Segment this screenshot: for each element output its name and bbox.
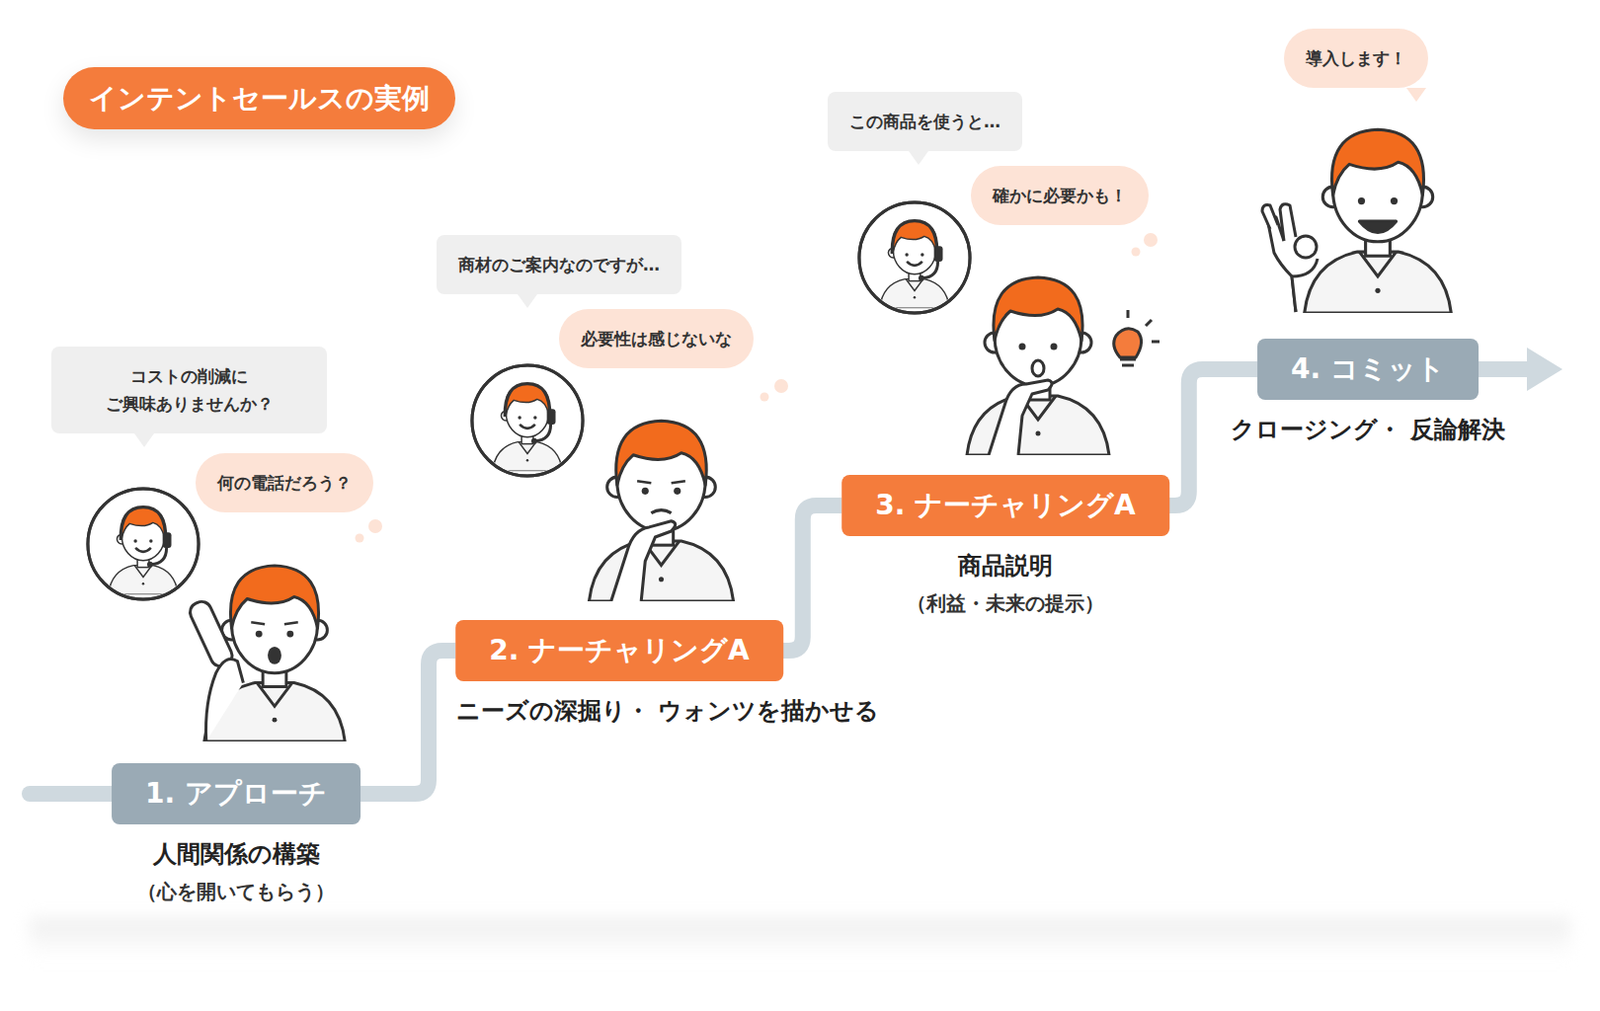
bubble-text: 何の電話だろう？ bbox=[217, 469, 352, 497]
thought-bubble: 確かに必要かも！ bbox=[970, 165, 1149, 226]
bubble-text: コストの削減に ご興味ありませんか？ bbox=[73, 362, 306, 418]
tail-line bbox=[1478, 361, 1531, 378]
bubble-text: 必要性は感じないな bbox=[580, 324, 732, 353]
step-label: 4. コミット bbox=[1290, 350, 1445, 389]
thought-bubble: 必要性は感じないな bbox=[559, 309, 754, 369]
thought-bubble: 何の電話だろう？ bbox=[195, 453, 374, 513]
step-box: 4. コミットクロージング・ 反論解決 bbox=[1257, 338, 1479, 400]
bubble-text: 導入します！ bbox=[1305, 44, 1407, 73]
lead-line bbox=[29, 786, 112, 802]
speech-bubble: 導入します！ bbox=[1283, 28, 1429, 88]
speech-bubble: 商材のご案内なのですが… bbox=[436, 235, 682, 295]
step-caption: クロージング・ 反論解決 bbox=[1204, 413, 1531, 448]
step-box: 1. アプローチ人間関係の構築（心を開いてもらう） bbox=[111, 763, 361, 825]
speech-bubble: この商品を使うと… bbox=[827, 91, 1023, 152]
step-description: クロージング・ 反論解決 bbox=[1204, 413, 1531, 448]
bubble-text: 商材のご案内なのですが… bbox=[458, 250, 660, 279]
step-note: （利益・未来の提示） bbox=[842, 587, 1169, 620]
step-description: 商品説明 bbox=[842, 550, 1169, 584]
floor-shadow bbox=[29, 918, 1571, 959]
step-caption: ニーズの深掘り・ ウォンツを描かせる bbox=[456, 695, 783, 729]
step-description: 人間関係の構築 bbox=[73, 838, 400, 873]
step-box: 3. ナーチャリングA商品説明（利益・未来の提示） bbox=[841, 475, 1170, 537]
stair-connector bbox=[360, 650, 456, 795]
title-pill: インテントセールスの実例 bbox=[63, 67, 456, 130]
bubble-text: この商品を使うと… bbox=[849, 107, 1001, 136]
stair-connector bbox=[783, 505, 842, 651]
bubble-text: 確かに必要かも！ bbox=[992, 181, 1127, 210]
step-note: （心を開いてもらう） bbox=[73, 876, 400, 908]
step-label: 3. ナーチャリングA bbox=[875, 486, 1136, 525]
step-description: ニーズの深掘り・ ウォンツを描かせる bbox=[456, 695, 783, 729]
step-box: 2. ナーチャリングAニーズの深掘り・ ウォンツを描かせる bbox=[455, 620, 784, 682]
step-label: 1. アプローチ bbox=[145, 775, 327, 813]
speech-bubble: コストの削減に ご興味ありませんか？ bbox=[51, 346, 327, 434]
tail-arrow-head bbox=[1526, 347, 1563, 392]
step-caption: 商品説明（利益・未来の提示） bbox=[842, 550, 1169, 620]
step-caption: 人間関係の構築（心を開いてもらう） bbox=[73, 838, 400, 908]
step-label: 2. ナーチャリングA bbox=[488, 632, 750, 670]
